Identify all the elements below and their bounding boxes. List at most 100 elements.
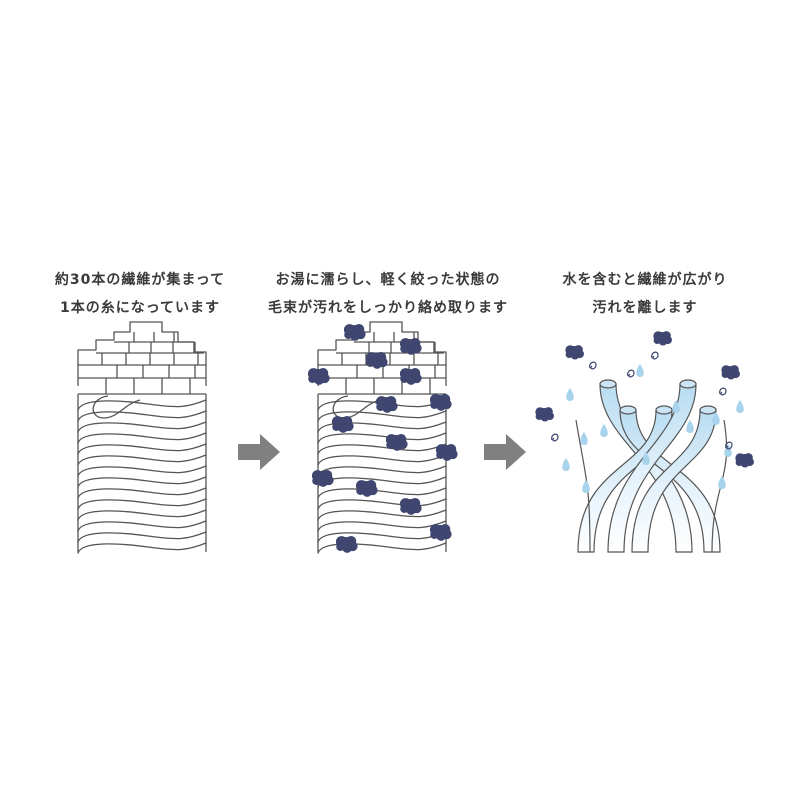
dirt-blob-icon bbox=[355, 479, 378, 497]
dirt-blob-part bbox=[342, 543, 353, 553]
dirt-blob-part bbox=[436, 401, 447, 411]
dirt-blob-icon bbox=[385, 433, 408, 451]
yarn-top-outline bbox=[77, 321, 207, 386]
dirt-blob-icon bbox=[429, 393, 452, 411]
fiber-spiral-line bbox=[317, 421, 447, 433]
dirt-blob-part bbox=[658, 337, 668, 346]
step-3-caption: 水を含むと繊維が広がり 汚れを離します bbox=[530, 266, 760, 322]
dirt-blob-icon bbox=[535, 407, 554, 422]
fiber-end bbox=[699, 405, 717, 415]
fiber-spiral-line bbox=[77, 487, 207, 499]
dirt-blob-icon bbox=[399, 497, 422, 515]
water-drop-icon bbox=[600, 424, 608, 437]
fiber-spiral-line bbox=[77, 509, 207, 521]
fiber-spiral-line bbox=[317, 509, 447, 521]
fiber-strand bbox=[631, 409, 717, 553]
fiber-end bbox=[655, 405, 673, 415]
dirt-blob-part bbox=[540, 413, 550, 422]
right-arrow-icon bbox=[484, 434, 526, 470]
fiber-spiral-line bbox=[77, 498, 207, 510]
dirt-blob-part bbox=[362, 487, 373, 497]
dirt-blob-part bbox=[382, 403, 393, 413]
fiber-spiral-line bbox=[77, 443, 207, 455]
fiber-spiral-line bbox=[77, 421, 207, 433]
dirt-blob-part bbox=[726, 371, 736, 380]
water-drop-icon bbox=[636, 364, 644, 377]
step-2-caption: お湯に濡らし、軽く絞った状態の 毛束が汚れをしっかり絡め取ります bbox=[258, 266, 518, 322]
fiber-spiral-line bbox=[77, 410, 207, 422]
fiber-spiral-line bbox=[317, 498, 447, 510]
step-1-caption-line-2: 1本の糸になっています bbox=[59, 300, 221, 316]
dirt-blob-part bbox=[318, 477, 329, 487]
dirt-blob-icon bbox=[735, 453, 754, 468]
dirt-blob-part bbox=[350, 331, 361, 341]
dirt-blob-icon bbox=[429, 523, 452, 541]
water-drop-icon bbox=[582, 480, 590, 493]
yarn-bundle-illustration bbox=[77, 321, 207, 554]
dirt-blob-part bbox=[372, 359, 383, 369]
dirt-blob-part bbox=[740, 459, 750, 468]
step-3-caption-line-1: 水を含むと繊維が広がり bbox=[562, 272, 728, 288]
dirt-blob-icon bbox=[335, 535, 358, 553]
step-1-caption-line-1: 約30本の繊維が集まって bbox=[54, 272, 226, 288]
spread-fibers-illustration bbox=[575, 379, 728, 553]
fiber-spiral-line bbox=[317, 520, 447, 532]
dirt-blob-part bbox=[442, 451, 453, 461]
fiber-curl bbox=[92, 395, 141, 419]
dirt-blob-part bbox=[570, 351, 580, 360]
water-drop-icon bbox=[580, 432, 588, 445]
fiber-spiral-line bbox=[317, 531, 447, 543]
fiber-spiral-line bbox=[317, 410, 447, 422]
water-drop-icon bbox=[642, 452, 650, 465]
dirt-blob-icon bbox=[307, 367, 330, 385]
dirt-squiggle bbox=[627, 369, 635, 378]
dirt-blob-part bbox=[406, 375, 417, 385]
dirt-blob-icon bbox=[331, 415, 354, 433]
fiber-spiral-line bbox=[317, 476, 447, 488]
fiber-spiral-line bbox=[317, 443, 447, 455]
dirt-particles bbox=[307, 323, 458, 553]
fiber-spiral-line bbox=[317, 487, 447, 499]
arrow-shape bbox=[484, 434, 526, 470]
fiber-spiral-line bbox=[77, 454, 207, 466]
released-dirt-particles bbox=[535, 331, 754, 468]
fiber-strand bbox=[607, 383, 697, 553]
dirt-blob-icon bbox=[311, 469, 334, 487]
right-arrow-icon bbox=[238, 434, 280, 470]
step-2-caption-line-1: お湯に濡らし、軽く絞った状態の bbox=[275, 272, 501, 288]
fiber-curl bbox=[332, 395, 381, 419]
fiber-end bbox=[619, 405, 637, 415]
dirt-blob-icon bbox=[365, 351, 388, 369]
dirt-blob-part bbox=[436, 531, 447, 541]
fiber-end bbox=[599, 379, 617, 389]
dirt-blob-part bbox=[406, 505, 417, 515]
dirt-blob-icon bbox=[653, 331, 672, 346]
fiber-spiral-line bbox=[77, 399, 207, 411]
water-drop-icon bbox=[712, 412, 720, 425]
dirt-squiggle bbox=[719, 387, 727, 396]
arrow-shape bbox=[238, 434, 280, 470]
fiber-spiral-line bbox=[77, 531, 207, 543]
step-3-caption-line-2: 汚れを離します bbox=[592, 300, 698, 316]
fiber-spiral-line bbox=[317, 542, 447, 554]
water-drops bbox=[562, 364, 744, 493]
dirt-blob-icon bbox=[721, 365, 740, 380]
water-drop-icon bbox=[566, 388, 574, 401]
fiber-spiral-line bbox=[77, 476, 207, 488]
water-drop-icon bbox=[672, 400, 680, 413]
water-drop-icon bbox=[718, 476, 726, 489]
step-2-caption-line-2: 毛束が汚れをしっかり絡め取ります bbox=[268, 300, 508, 316]
dirt-blob-part bbox=[392, 441, 403, 451]
dirt-squiggle bbox=[551, 433, 559, 442]
fiber-spiral-line bbox=[317, 465, 447, 477]
fiber-end bbox=[679, 379, 697, 389]
dirt-blob-icon bbox=[399, 337, 422, 355]
fiber-spiral-line bbox=[77, 542, 207, 554]
dirt-blob-part bbox=[338, 423, 349, 433]
water-drop-icon bbox=[562, 458, 570, 471]
dirt-blob-icon bbox=[435, 443, 458, 461]
step-1-caption: 約30本の繊維が集まって 1本の糸になっています bbox=[30, 266, 250, 322]
dirt-blob-part bbox=[314, 375, 325, 385]
dirt-blob-part bbox=[406, 345, 417, 355]
